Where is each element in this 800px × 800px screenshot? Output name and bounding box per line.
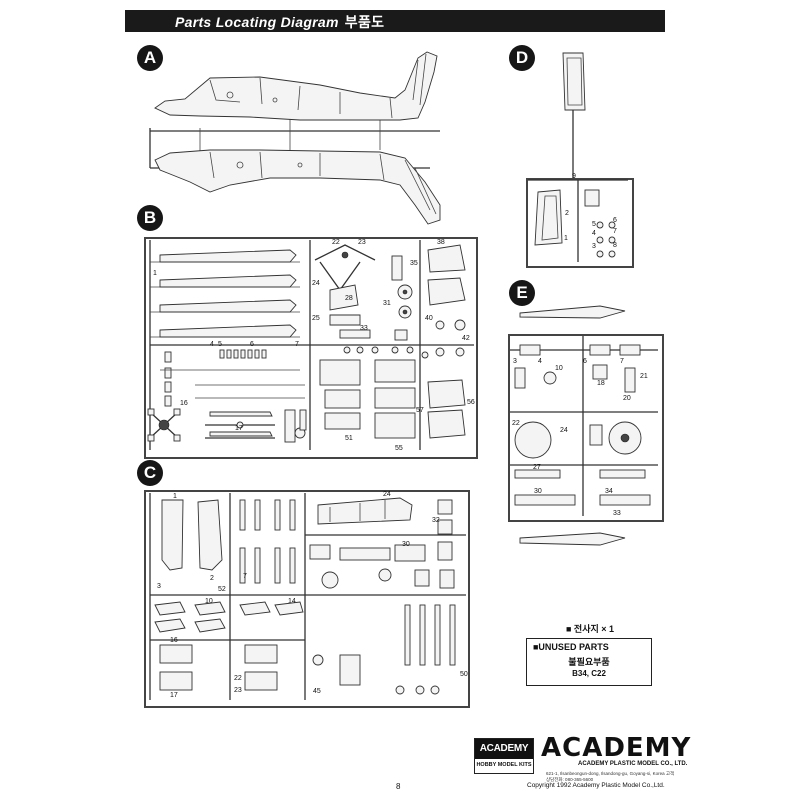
- part-number: 4: [210, 341, 214, 348]
- part-number-labels: 1 4 5 6 7 16 17 22 23 24 25 28 31 33 35 …: [153, 173, 648, 699]
- part-number: 14: [288, 598, 296, 605]
- part-number: 1: [564, 235, 568, 242]
- part-number: 5: [218, 341, 222, 348]
- part-number: 24: [312, 280, 320, 287]
- section-letter-c: C: [137, 460, 163, 486]
- title-en: Parts Locating Diagram: [175, 14, 339, 30]
- part-number: 33: [613, 510, 621, 517]
- page-number: 8: [396, 782, 401, 791]
- part-number: 7: [243, 573, 247, 580]
- part-number: 1: [153, 270, 157, 277]
- part-number: 22: [332, 239, 340, 246]
- unused-parts-title-ko: 불필요부품: [568, 657, 610, 667]
- part-number: 6: [250, 341, 254, 348]
- part-number: 51: [345, 435, 353, 442]
- part-number: 18: [597, 380, 605, 387]
- company-name: ACADEMY PLASTIC MODEL CO., LTD.: [578, 761, 688, 767]
- sprue-c-drawing: [149, 493, 466, 700]
- part-number: 33: [360, 325, 368, 332]
- part-number: 30: [402, 541, 410, 548]
- page-title: Parts Locating Diagram 부품도: [175, 12, 384, 32]
- part-number: 3: [157, 583, 161, 590]
- part-number: 25: [312, 315, 320, 322]
- part-number: 8: [613, 242, 617, 249]
- company-address: 621-1, Ilsanbeongun-dong, Ilsandong-gu, …: [546, 771, 675, 782]
- part-number: 6: [613, 217, 617, 224]
- part-number: 2: [565, 210, 569, 217]
- part-number: 7: [620, 358, 624, 365]
- unused-parts-box: ■UNUSED PARTS 불필요부품 B34, C22: [526, 638, 652, 686]
- part-number: 6: [583, 358, 587, 365]
- sprue-d-drawing: [528, 52, 628, 262]
- part-number: 5: [592, 221, 596, 228]
- part-number: 57: [416, 407, 424, 414]
- part-number: 22: [234, 675, 242, 682]
- part-number: 10: [205, 598, 213, 605]
- part-number: 42: [462, 335, 470, 342]
- part-number: 34: [605, 488, 613, 495]
- part-number: 45: [313, 688, 321, 695]
- part-number: 16: [180, 400, 188, 407]
- part-number: 30: [534, 488, 542, 495]
- part-number: 55: [395, 445, 403, 452]
- section-letter-e: E: [509, 280, 535, 306]
- part-number: 16: [170, 637, 178, 644]
- part-number: 23: [234, 687, 242, 694]
- logo-small-bottom: HOBBY MODEL KITS: [476, 762, 532, 768]
- part-number: 17: [170, 692, 178, 699]
- logo-small-top: ACADEMY: [475, 739, 533, 759]
- part-number: 7: [295, 341, 299, 348]
- part-number: 22: [512, 420, 520, 427]
- unused-parts-list: B34, C22: [572, 669, 606, 678]
- part-number: 35: [410, 260, 418, 267]
- section-letter-b: B: [137, 205, 163, 231]
- sprue-b-drawing: [147, 240, 474, 450]
- part-number: 38: [437, 239, 445, 246]
- part-number: 32: [432, 517, 440, 524]
- part-number: 4: [592, 230, 596, 237]
- academy-logo: ACADEMY: [541, 733, 692, 763]
- title-ko: 부품도: [344, 14, 385, 30]
- part-number: 1: [173, 493, 177, 500]
- part-number: 24: [383, 491, 391, 498]
- decal-note: ■ 전사지 × 1: [566, 624, 615, 634]
- part-number: 7: [613, 228, 617, 235]
- part-number: 20: [623, 395, 631, 402]
- part-number: 56: [467, 399, 475, 406]
- part-number: 3: [513, 358, 517, 365]
- part-number: 40: [425, 315, 433, 322]
- header-bar: [125, 10, 665, 32]
- part-number: 23: [358, 239, 366, 246]
- part-number: 9: [572, 173, 576, 180]
- part-number: 10: [555, 365, 563, 372]
- part-number: 50: [460, 671, 468, 678]
- part-number: 4: [538, 358, 542, 365]
- part-number: 3: [592, 243, 596, 250]
- section-letter-d: D: [509, 45, 535, 71]
- part-number: 21: [640, 373, 648, 380]
- part-number: 28: [345, 295, 353, 302]
- copyright: Copyright 1992 Academy Plastic Model Co.…: [527, 782, 665, 789]
- academy-small-logo: ACADEMY HOBBY MODEL KITS: [474, 738, 534, 774]
- part-number: 31: [383, 300, 391, 307]
- sprue-b-frame: [144, 237, 478, 459]
- unused-parts-title: ■UNUSED PARTS: [533, 642, 609, 652]
- section-letter-a: A: [137, 45, 163, 71]
- part-number: 27: [533, 464, 541, 471]
- part-number: 17: [235, 425, 243, 432]
- part-number: 24: [560, 427, 568, 434]
- sprue-a-drawing: [149, 51, 441, 225]
- sprue-e-drawing: [510, 305, 658, 546]
- part-number: 2: [210, 575, 214, 582]
- part-number: 52: [218, 586, 226, 593]
